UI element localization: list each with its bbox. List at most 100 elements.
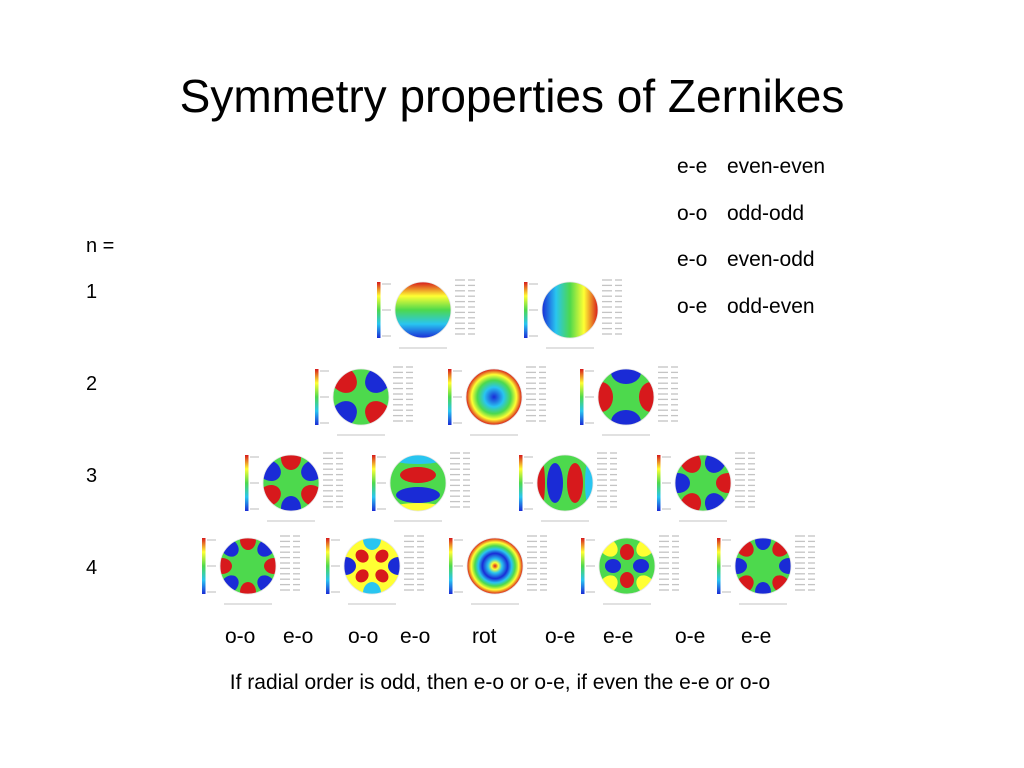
pupil-outline	[389, 454, 447, 512]
zernike-panel-trefoil-b	[651, 447, 771, 527]
symmetry-label: e-o	[400, 625, 431, 648]
lobe-red	[264, 558, 276, 574]
lobe-blue	[344, 557, 356, 575]
legend-code: o-o	[677, 201, 708, 225]
row-label-n1: 1	[86, 281, 98, 303]
colorbar	[315, 369, 319, 425]
caption: If radial order is odd, then e-o or o-e,…	[229, 671, 771, 694]
legend-desc: even-even	[727, 155, 826, 178]
zernike-panel-tilt-y	[371, 274, 491, 354]
zernike-map	[598, 369, 654, 425]
colorbar	[202, 538, 206, 594]
pupil-outline	[597, 368, 655, 426]
legend-desc: odd-odd	[727, 201, 805, 225]
zernike-map	[466, 369, 522, 425]
colorbar	[245, 455, 249, 511]
colorbar	[581, 538, 585, 594]
pupil-outline	[262, 454, 320, 512]
lobe-cyan	[363, 538, 381, 550]
symmetry-label: e-e	[741, 625, 772, 648]
pupil-outline	[343, 537, 401, 595]
lobe-blue	[388, 557, 400, 575]
lobe-red	[355, 569, 369, 583]
row-label-n3: 3	[86, 465, 98, 487]
legend-desc: odd-even	[727, 294, 815, 318]
pupil-outline	[219, 537, 277, 595]
zernike-panel-tetrafoil-a	[196, 530, 316, 610]
colorbar	[580, 369, 584, 425]
lobe-red	[240, 582, 256, 594]
row-label-n4: 4	[86, 557, 98, 579]
symmetry-label: o-o	[348, 625, 379, 648]
zernike-panel-tilt-x	[518, 274, 638, 354]
zernike-map	[390, 455, 446, 511]
lobe-blue	[547, 463, 563, 503]
lobe-blue	[735, 558, 747, 574]
pupil-outline	[541, 281, 599, 339]
zernike-map	[220, 538, 276, 594]
pupil-outline	[465, 368, 523, 426]
lobe-cyan	[363, 582, 381, 594]
lobe-blue	[281, 496, 301, 511]
pupil-outline	[536, 454, 594, 512]
colorbar	[372, 455, 376, 511]
pupil-outline	[598, 537, 656, 595]
colorbar	[717, 538, 721, 594]
zernike-map	[542, 282, 598, 338]
lobe-red	[220, 558, 232, 574]
zernike-map	[395, 282, 451, 338]
lobe-red	[375, 569, 389, 583]
legend-desc: even-odd	[727, 248, 815, 271]
zernike-panel-astig-45	[309, 361, 429, 441]
lobe-red	[375, 549, 389, 563]
row-label-n2: 2	[86, 373, 98, 395]
symmetry-label: o-e	[675, 625, 706, 648]
pupil-outline	[332, 368, 390, 426]
symmetry-label: e-o	[283, 625, 314, 648]
pupil-outline	[734, 537, 792, 595]
zernike-panel-sec-astig-a	[320, 530, 440, 610]
zernike-map	[344, 538, 400, 594]
colorbar	[449, 538, 453, 594]
zernike-map	[467, 538, 523, 594]
zernike-map	[735, 538, 791, 594]
zernike-panel-coma-y	[366, 447, 486, 527]
lobe-blue	[396, 487, 440, 503]
zernike-map	[263, 455, 319, 511]
pupil-outline	[394, 281, 452, 339]
zernike-panel-tetrafoil-b	[711, 530, 831, 610]
zernike-panel-defocus	[442, 361, 562, 441]
zernike-map	[599, 538, 655, 594]
lobe-blue	[779, 558, 791, 574]
symmetry-label: o-o	[225, 625, 256, 648]
colorbar	[448, 369, 452, 425]
colorbar	[657, 455, 661, 511]
lobe-blue	[611, 410, 641, 425]
colorbar	[326, 538, 330, 594]
legend-item-eo: e-o even-odd	[677, 247, 825, 294]
pupil-outline	[466, 537, 524, 595]
lobe-red	[716, 473, 731, 493]
zernike-panel-coma-x	[513, 447, 633, 527]
lobe-red	[240, 538, 256, 550]
edge-band	[392, 455, 444, 464]
lobe-red	[598, 382, 613, 412]
zernike-panel-astig-0	[574, 361, 694, 441]
pupil-outline	[674, 454, 732, 512]
zernike-map	[537, 455, 593, 511]
zernike-map	[333, 369, 389, 425]
colorbar	[524, 282, 528, 338]
slide-title: Symmetry properties of Zernikes	[179, 70, 845, 122]
lobe-red	[639, 382, 654, 412]
legend-code: o-e	[677, 294, 708, 318]
lobe-blue	[605, 559, 621, 573]
colorbar	[519, 455, 523, 511]
legend-item-oe: o-e odd-even	[677, 294, 825, 341]
n-header: n =	[86, 235, 115, 257]
lobe-red	[400, 467, 436, 483]
legend-code: e-o	[677, 248, 708, 271]
lobe-red	[355, 549, 369, 563]
lobe-red	[281, 455, 301, 470]
